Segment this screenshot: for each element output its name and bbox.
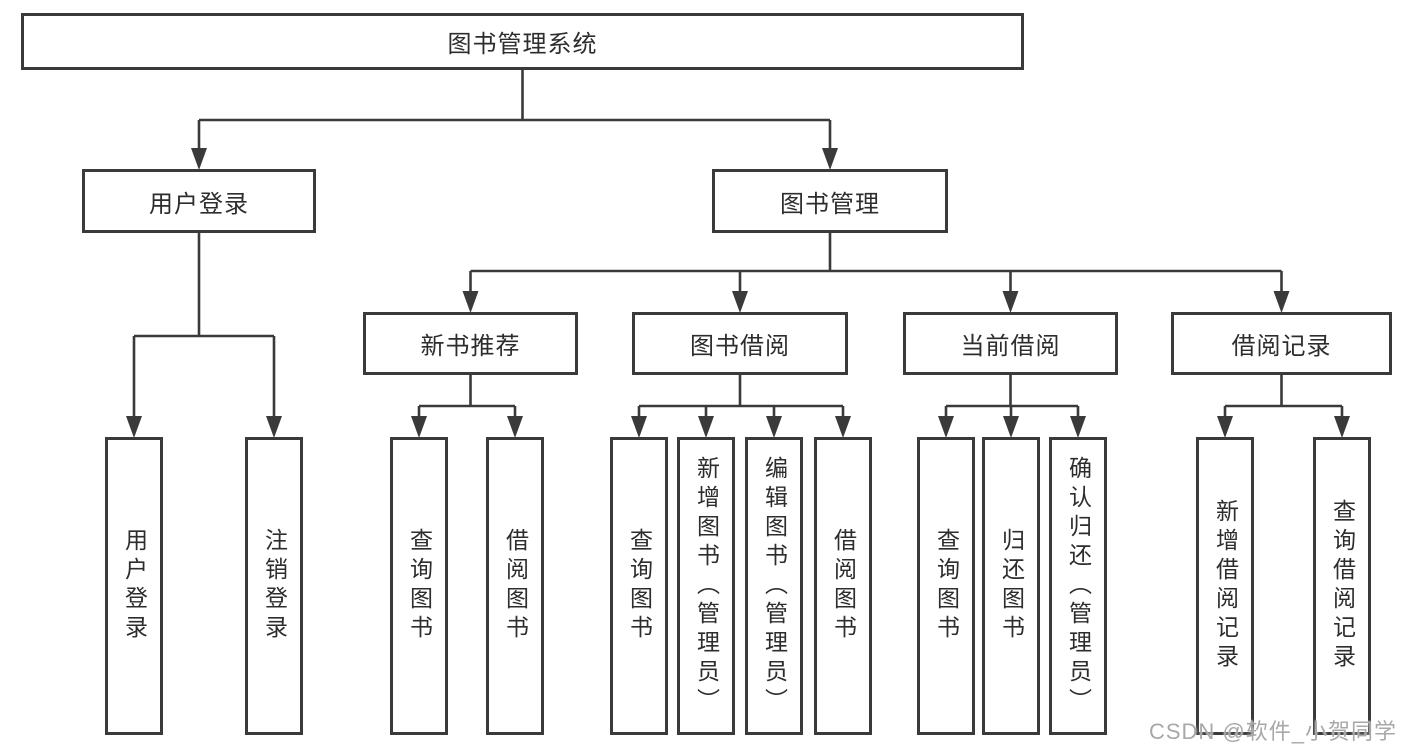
leaf-label: 借阅图书 bbox=[830, 528, 857, 644]
leaf-query-book-2: 查询图书 bbox=[610, 437, 668, 735]
node-current-borrow: 当前借阅 bbox=[903, 312, 1118, 375]
leaf-add-book-admin: 新增图书（管理员） bbox=[677, 437, 735, 735]
leaf-add-borrow-record: 新增借阅记录 bbox=[1196, 437, 1254, 735]
leaf-label: 查询图书 bbox=[406, 528, 433, 644]
node-label: 图书借阅 bbox=[690, 333, 790, 360]
node-label: 借阅记录 bbox=[1231, 333, 1332, 360]
leaf-label: 归还图书 bbox=[998, 528, 1025, 644]
csdn-watermark: CSDN @软件_小贺同学 bbox=[1148, 719, 1397, 744]
node-user-login: 用户登录 bbox=[82, 169, 316, 233]
node-new-book-recommend: 新书推荐 bbox=[363, 312, 578, 375]
leaf-edit-book-admin: 编辑图书（管理员） bbox=[745, 437, 803, 735]
leaf-label: 查询图书 bbox=[626, 528, 653, 644]
leaf-logout: 注销登录 bbox=[245, 437, 303, 735]
node-label: 当前借阅 bbox=[960, 333, 1061, 360]
node-label: 图书管理 bbox=[780, 190, 880, 218]
leaf-user-login: 用户登录 bbox=[105, 437, 163, 735]
leaf-return-book: 归还图书 bbox=[982, 437, 1040, 735]
node-root-label: 图书管理系统 bbox=[447, 31, 598, 58]
leaf-label: 查询借阅记录 bbox=[1329, 499, 1356, 673]
leaf-label: 新增借阅记录 bbox=[1212, 499, 1239, 673]
leaf-label: 查询图书 bbox=[933, 528, 960, 644]
leaf-label: 确认归还（管理员） bbox=[1065, 455, 1092, 717]
leaf-query-book-1: 查询图书 bbox=[390, 437, 448, 735]
leaf-borrow-book-1: 借阅图书 bbox=[486, 437, 544, 735]
node-label: 新书推荐 bbox=[420, 333, 521, 360]
leaf-label: 编辑图书（管理员） bbox=[761, 455, 788, 717]
leaf-label: 借阅图书 bbox=[502, 528, 529, 644]
node-borrow-record: 借阅记录 bbox=[1171, 312, 1392, 375]
leaf-query-book-3: 查询图书 bbox=[917, 437, 975, 735]
leaf-label: 注销登录 bbox=[261, 528, 288, 644]
node-root-system: 图书管理系统 bbox=[21, 13, 1024, 70]
leaf-borrow-book-2: 借阅图书 bbox=[814, 437, 872, 735]
node-book-borrow: 图书借阅 bbox=[632, 312, 848, 375]
leaf-confirm-return-admin: 确认归还（管理员） bbox=[1049, 437, 1107, 735]
node-book-management: 图书管理 bbox=[712, 169, 948, 233]
node-label: 用户登录 bbox=[149, 190, 249, 218]
leaf-query-borrow-record: 查询借阅记录 bbox=[1313, 437, 1371, 735]
leaf-label: 新增图书（管理员） bbox=[693, 455, 720, 717]
leaf-label: 用户登录 bbox=[121, 528, 148, 644]
